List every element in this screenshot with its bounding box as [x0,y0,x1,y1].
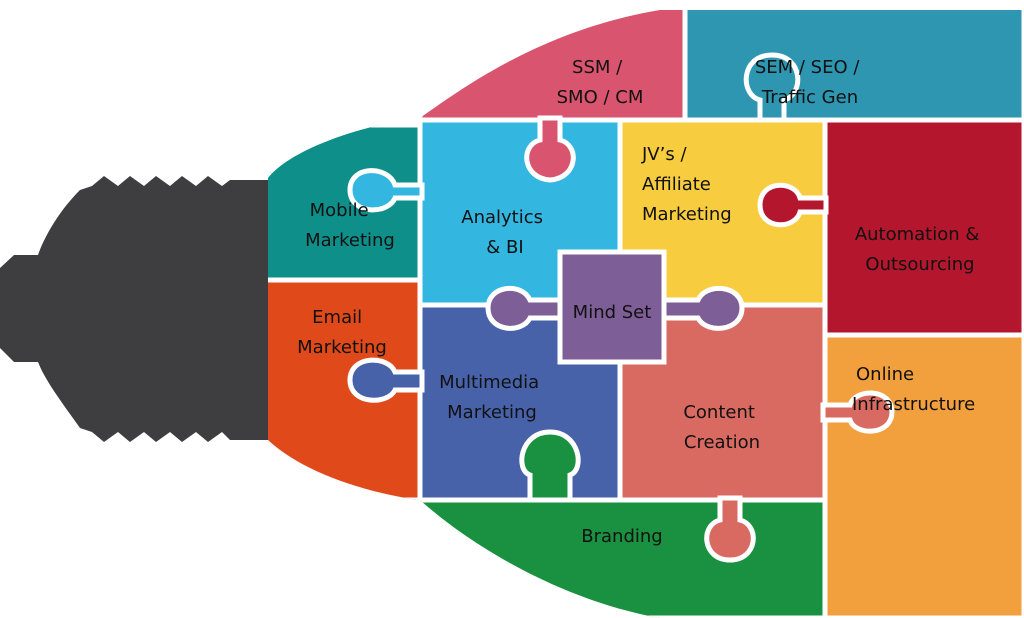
label-ssm-line2: SMO / CM [557,87,644,108]
bulb-base [0,176,268,442]
piece-online [822,332,1024,618]
knob-ssm [524,115,576,183]
label-mindset-line1: Mind Set [573,302,652,323]
mindset-knob-right [659,285,745,331]
knob-branding [519,429,581,503]
label-automation-line2: Outsourcing [865,254,974,275]
knob-content [704,495,756,563]
label-sem-line1: SEM / SEO / [755,57,861,78]
label-multimedia: Multimedia Marketing [439,372,545,423]
label-multimedia-line1: Multimedia [439,372,539,393]
piece-mindset [485,249,745,365]
mindset-knob-left [485,285,565,331]
label-content-line2: Creation [684,432,760,453]
label-online-line1: Online [856,364,914,385]
label-mindset: Mind Set [573,302,652,323]
mindset-body [557,249,667,365]
knob-multimedia [347,357,425,403]
label-analytics-line2: & BI [486,237,523,258]
label-jv-line2: Affiliate [642,174,711,195]
label-email-line2: Marketing [297,337,387,358]
label-content-line1: Content [683,402,755,423]
label-automation: Automation & Outsourcing [855,224,985,275]
label-mobile-line1: Mobile [310,200,369,221]
label-mobile-line2: Marketing [305,230,395,251]
label-branding: Branding [581,526,662,547]
bulb-screw-base [14,176,268,442]
label-online-line2: Infrastructure [852,394,975,415]
puzzle-knobs [347,52,895,563]
puzzle-pieces [268,10,1024,618]
label-email: Email Marketing [297,307,387,358]
label-sem-line2: Traffic Gen [761,87,858,108]
label-jv: JV’s / Affiliate Marketing [641,144,732,225]
knob-sem [743,52,801,123]
puzzle-labels: SSM / SMO / CM SEM / SEO / Traffic Gen M… [297,57,985,547]
label-analytics-line1: Analytics [461,207,543,228]
piece-sem [682,10,1024,123]
label-mobile: Mobile Marketing [305,200,395,251]
label-jv-line3: Marketing [642,204,732,225]
label-analytics: Analytics & BI [461,207,548,258]
label-sem: SEM / SEO / Traffic Gen [755,57,865,108]
label-online: Online Infrastructure [852,364,975,415]
label-content: Content Creation [683,402,760,453]
label-jv-line1: JV’s / [641,144,687,165]
label-ssm-line1: SSM / [572,57,623,78]
label-multimedia-line2: Marketing [447,402,537,423]
label-ssm: SSM / SMO / CM [557,57,644,108]
bulb-tip [0,255,14,362]
label-branding-line1: Branding [581,526,662,547]
knob-content-right [820,390,895,434]
label-automation-line1: Automation & [855,224,980,245]
knob-analytics [347,168,425,213]
piece-ssm [417,10,688,123]
label-email-line1: Email [312,307,362,328]
piece-branding [417,497,828,618]
knob-automation [757,182,829,228]
